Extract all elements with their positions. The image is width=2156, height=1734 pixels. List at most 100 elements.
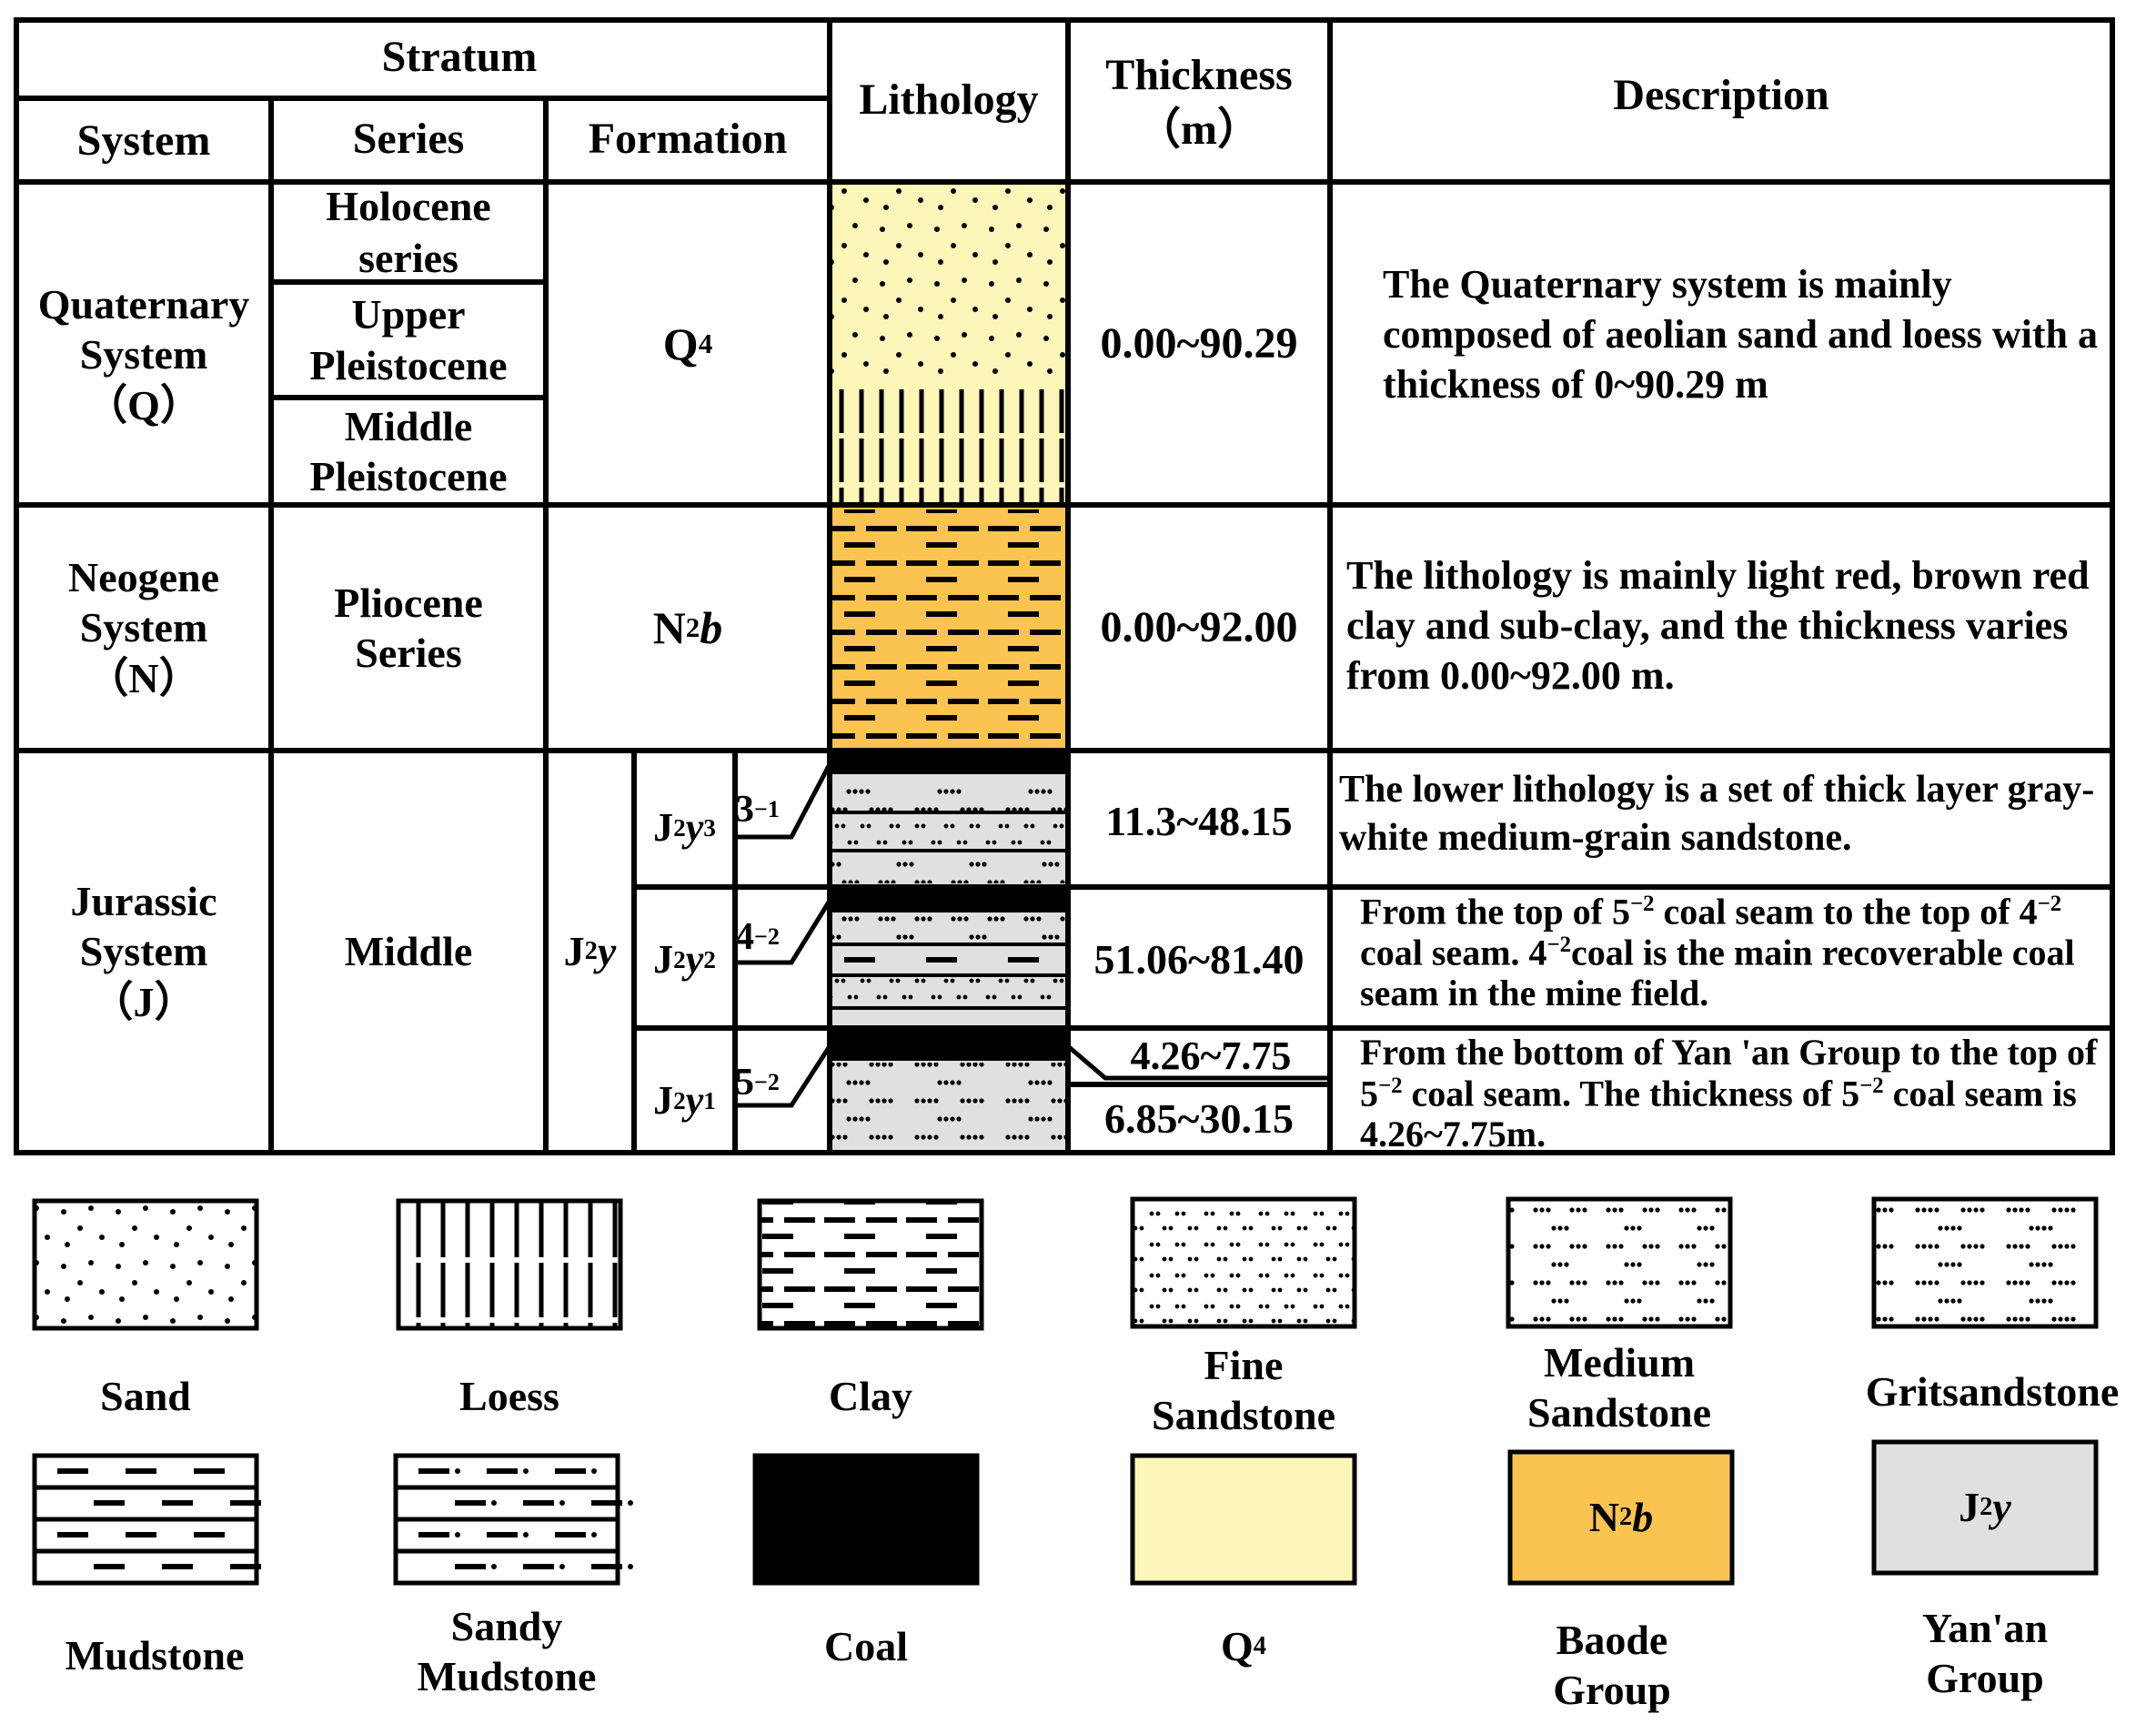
description-fragment: From the top of 5 xyxy=(1360,891,1630,933)
sandy-mudstone-dot xyxy=(491,1564,497,1569)
description-fragment: coal is the main recoverable coal seam i… xyxy=(1360,932,2075,1014)
legend-swatch-details xyxy=(35,1203,633,1569)
legend-label-sand: Sand xyxy=(100,1373,191,1420)
neogene-system: Neogene System （N） xyxy=(67,554,220,701)
legend-label-mudstone: Mudstone xyxy=(65,1632,245,1679)
sandy-mudstone-dash xyxy=(487,1532,518,1537)
seam-5-2-sup: −2 xyxy=(754,1069,780,1096)
legend-label-clay: Clay xyxy=(829,1373,912,1420)
member-3-thickness: 11.3~48.15 xyxy=(1105,797,1293,844)
legend-swatch-medium-sandstone xyxy=(1506,1196,1733,1329)
quaternary-loess-texture xyxy=(839,389,1064,505)
jurassic-series: Middle xyxy=(344,928,473,975)
mudstone-dash xyxy=(194,1532,225,1537)
legend-swatches xyxy=(32,1196,2099,1586)
formation-n-sub: 2 xyxy=(685,611,700,644)
formation-q-base: Q xyxy=(662,318,699,369)
member-j2y2-sub: 2 xyxy=(673,945,686,973)
legend-yanan-sub: 2 xyxy=(1980,1492,1993,1521)
legend-swatch-clay xyxy=(757,1198,984,1331)
neogene-series: Pliocene Series xyxy=(334,579,483,676)
band-texture-6 xyxy=(831,978,1066,1006)
legend-swatch-yanan xyxy=(1871,1439,2099,1576)
neogene-thickness: 0.00~92.00 xyxy=(1100,603,1298,652)
sandy-mudstone-dot xyxy=(523,1532,529,1537)
sandy-mudstone-dash xyxy=(555,1532,586,1537)
seam-3-1-base: 3 xyxy=(735,788,754,831)
neogene-clay-texture xyxy=(830,509,1068,748)
superscript: −2 xyxy=(1378,1073,1403,1098)
band-texture-4 xyxy=(831,914,1066,943)
quaternary-thickness: 0.00~90.29 xyxy=(1100,318,1298,368)
sandy-mudstone-dash xyxy=(455,1500,486,1506)
header-thickness: Thickness xyxy=(1105,51,1292,99)
legend-baode-sub: 2 xyxy=(1618,1502,1633,1531)
formation-j-sub: 2 xyxy=(584,936,598,965)
middle-pleistocene: Middle Pleistocene xyxy=(309,402,508,499)
mudstone-dash xyxy=(230,1500,261,1506)
seam-pointers xyxy=(735,762,1330,1108)
sandy-mudstone-dash xyxy=(591,1500,622,1506)
legend-swatch-q4 xyxy=(1130,1453,1357,1586)
member-2-description: From the top of 5−2 coal seam to the top… xyxy=(1360,891,2111,1014)
band-texture-7 xyxy=(831,1063,1066,1149)
sandy-mudstone-dot xyxy=(491,1500,497,1506)
coal-seam-5-2 xyxy=(830,1028,1068,1061)
member-1-description: From the bottom of Yan 'an Group to the … xyxy=(1360,1032,2111,1155)
legend-label-fine-sandstone: Fine Sandstone xyxy=(1152,1341,1335,1438)
jurassic-system: Jurassic System （J） xyxy=(70,878,217,1025)
mudstone-dash xyxy=(94,1564,125,1569)
mudstone-dash xyxy=(94,1500,125,1506)
jurassic-bands xyxy=(830,811,1068,1010)
legend-label-sandy-mudstone: Sandy Mudstone xyxy=(417,1602,597,1699)
sandy-mudstone-dash xyxy=(487,1468,518,1474)
legend-baode-suffix: b xyxy=(1632,1494,1654,1541)
seam-3-1-sup: −1 xyxy=(754,796,780,823)
sandy-mudstone-dash xyxy=(523,1500,554,1506)
legend-q4-sub: 4 xyxy=(1253,1631,1267,1660)
mudstone-dash xyxy=(230,1564,261,1569)
legend-label-coal: Coal xyxy=(824,1623,908,1670)
header-system: System xyxy=(77,116,211,165)
quaternary-description: The Quaternary system is mainly composed… xyxy=(1383,262,2099,407)
band-texture-1 xyxy=(831,776,1066,811)
header-formation: Formation xyxy=(589,115,788,163)
legend-label-baode: Baode Group xyxy=(1553,1616,1671,1713)
description-fragment: coal seam is 4.26~7.75m. xyxy=(1360,1073,2077,1154)
description-fragment: From the bottom of Yan 'an Group to the … xyxy=(1360,1032,2098,1114)
seam-5-2-base: 5 xyxy=(735,1061,754,1104)
mudstone-dash xyxy=(194,1468,225,1474)
sandy-mudstone-dot xyxy=(523,1468,529,1474)
mudstone-dash xyxy=(57,1532,88,1537)
member-2-thickness: 51.06~81.40 xyxy=(1093,936,1305,983)
mudstone-dash xyxy=(126,1532,156,1537)
superscript: −2 xyxy=(1546,933,1572,958)
legend-swatch-gritsandstone xyxy=(1871,1196,2099,1329)
band-texture-3 xyxy=(831,853,1066,883)
member-1-thickness: 6.85~30.15 xyxy=(1104,1095,1294,1143)
sandy-mudstone-dot xyxy=(628,1500,633,1506)
member-j2y2-base: J xyxy=(653,936,674,982)
member-j2y1-sup: 1 xyxy=(703,1086,716,1114)
neogene-description: The lithology is mainly light red, brown… xyxy=(1346,553,2090,698)
sandy-mudstone-dash xyxy=(418,1468,449,1474)
description-fragment: coal seam. 4 xyxy=(1360,932,1547,973)
seam-4-2-sup: −2 xyxy=(754,923,780,951)
header-stratum: Stratum xyxy=(382,33,538,81)
formation-n-base: N xyxy=(652,602,686,653)
header-texts: Stratum System Series Formation Litholog… xyxy=(77,33,1829,165)
band-texture-2 xyxy=(831,815,1066,849)
mudstone-dash xyxy=(126,1468,156,1474)
seam-5-2-label: 5−2 xyxy=(735,1055,799,1110)
quaternary-sand-texture xyxy=(830,182,1068,384)
